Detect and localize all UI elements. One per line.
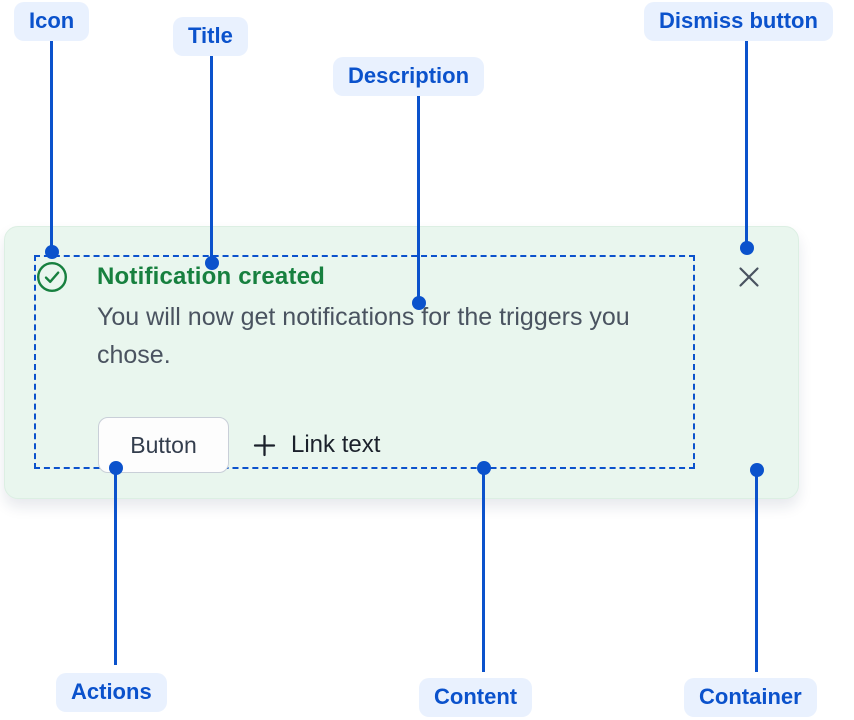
success-check-icon — [36, 261, 68, 293]
connector-line-dismiss-button — [745, 37, 748, 248]
annotation-label-icon: Icon — [14, 2, 90, 41]
flag-link-label: Link text — [291, 431, 381, 458]
connector-dot-description — [412, 296, 426, 310]
connector-line-container — [755, 470, 758, 672]
annotation-label-content: Content — [419, 678, 533, 717]
annotation-label-title: Title — [173, 17, 248, 56]
connector-line-icon — [50, 40, 53, 252]
dismiss-button[interactable] — [734, 262, 764, 292]
connector-line-title — [210, 55, 213, 263]
content-outline — [34, 255, 695, 469]
connector-dot-content — [477, 461, 491, 475]
connector-dot-icon — [45, 245, 59, 259]
annotation-label-dismiss-button: Dismiss button — [644, 2, 833, 41]
flag-actions: Button Link text — [98, 417, 380, 473]
connector-dot-dismiss-button — [740, 241, 754, 255]
close-x-icon — [739, 267, 759, 287]
flag-action-link[interactable]: Link text — [251, 431, 380, 459]
connector-dot-actions — [109, 461, 123, 475]
connector-line-content — [482, 468, 485, 672]
connector-dot-title — [205, 256, 219, 270]
connector-line-description — [417, 93, 420, 303]
connector-dot-container — [750, 463, 764, 477]
notification-flag-container: Notification created You will now get no… — [4, 226, 799, 499]
flag-description: You will now get notifications for the t… — [97, 303, 630, 369]
plus-icon — [253, 434, 276, 456]
annotation-label-container: Container — [684, 678, 817, 717]
annotation-label-description: Description — [333, 57, 485, 96]
annotation-label-actions: Actions — [56, 673, 167, 712]
connector-line-actions — [114, 468, 117, 665]
